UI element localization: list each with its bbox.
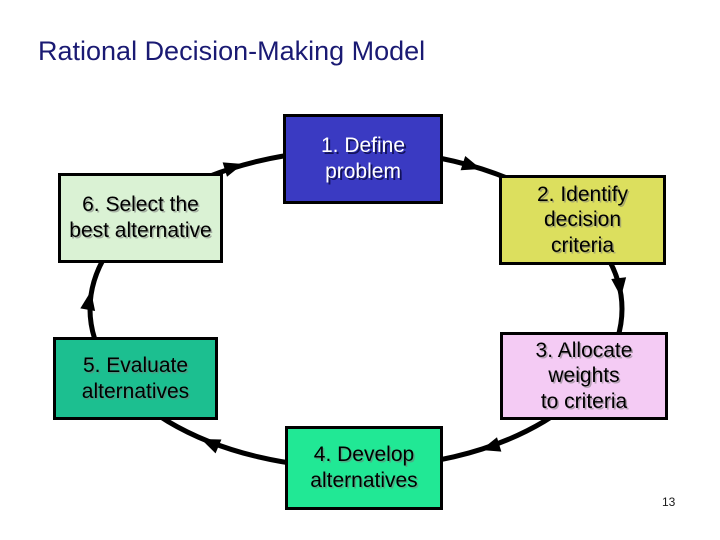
slide-title: Rational Decision-Making Model: [38, 36, 426, 66]
step-label-5: 5. Evaluate alternatives: [81, 353, 190, 403]
step-box-5-evaluate-alternatives: 5. Evaluate alternatives: [53, 337, 218, 420]
step-box-1-define-problem: 1. Define problem: [283, 114, 443, 204]
step-box-4-develop-alternatives: 4. Develop alternatives: [285, 426, 443, 510]
step-box-2-identify-criteria: 2. Identify decision criteria: [499, 175, 666, 265]
step-box-6-select-best-alternative: 6. Select the best alternative: [58, 173, 223, 263]
arrowhead-step3-to-step4-icon: [481, 437, 502, 452]
arrowhead-step4-to-step5-icon: [201, 439, 222, 454]
arrowhead-step2-to-step3-icon: [611, 277, 627, 297]
step-label-6: 6. Select the best alternative: [69, 193, 212, 242]
step-box-3-allocate-weights: 3. Allocate weights to criteria: [500, 332, 668, 420]
step-label-4: 4. Develop alternatives: [310, 443, 418, 492]
arrowhead-step5-to-step6-icon: [80, 291, 96, 312]
step-label-1: 1. Define problem: [320, 134, 406, 183]
step-label-2: 2. Identify decision criteria: [536, 182, 629, 257]
page-number: 13: [662, 495, 676, 509]
step-label-3: 3. Allocate weights to criteria: [535, 338, 633, 413]
arrowhead-step1-to-step2-icon: [460, 155, 481, 171]
arrowhead-step6-to-step1-icon: [222, 162, 243, 177]
